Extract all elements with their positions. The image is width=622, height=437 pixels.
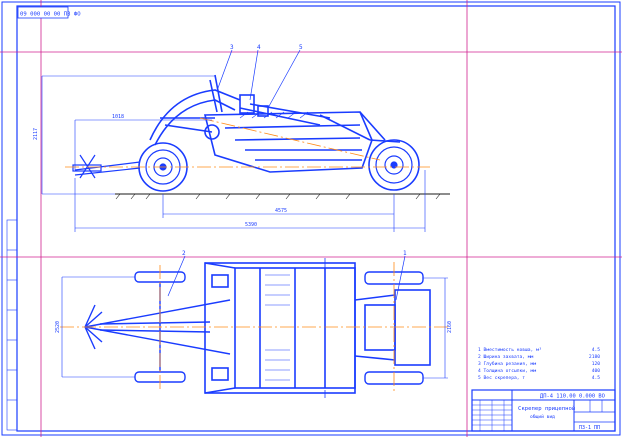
spec-value-4: 400 (592, 368, 601, 374)
sheet-label: ПЗ-1 ПП (579, 425, 600, 431)
bowl-centerline (199, 117, 381, 161)
spec-value-5: 4.5 (592, 375, 601, 381)
dim-height: 2117 (33, 128, 39, 140)
side-view (41, 49, 450, 232)
dim-hitch: 1018 (112, 114, 124, 120)
ground-hatch (115, 193, 441, 200)
dim-track-rear: 2160 (447, 321, 453, 333)
dim-overall-length: 5390 (245, 222, 257, 228)
tech-specs: 1 Вместимость ковша, м³ 4.5 2 Ширина зах… (478, 347, 600, 381)
side-callout-leaders (217, 49, 301, 109)
callout-2: 2 (182, 250, 186, 257)
callout-5: 5 (299, 44, 303, 51)
callout-4: 4 (257, 44, 261, 51)
bowl-top-hatch (265, 274, 290, 381)
spec-label-3: 3 Глубина резания, мм (478, 360, 536, 367)
top-view-labels: 2 1 2520 2160 (55, 250, 453, 333)
gooseneck-frame (149, 74, 241, 146)
bowl-hatch (239, 111, 309, 119)
side-dimensions (41, 75, 426, 232)
code-stamp: 09 000 00 00 ПЗ ФО (17, 6, 81, 19)
title-block (471, 389, 616, 432)
bowl-top (204, 262, 431, 394)
spec-label-4: 4 Толщина отсыпки, мм (478, 368, 536, 374)
tow-pole-top (84, 299, 231, 355)
dim-wheelbase: 4575 (275, 208, 287, 214)
drawing-subtitle: общий вид (530, 413, 555, 420)
dim-track-front: 2520 (55, 321, 61, 333)
callout-1: 1 (403, 250, 407, 257)
spec-value-3: 120 (592, 361, 601, 367)
spec-label-5: 5 Вес скрепера, т (478, 375, 525, 381)
scraper-bowl (203, 94, 401, 173)
spec-label-2: 2 Ширина захвата, мм (478, 354, 534, 360)
top-dimensions (61, 276, 448, 379)
sheet-border-inner (16, 5, 616, 432)
binding-strip (6, 219, 18, 431)
rear-wheel (368, 139, 420, 191)
spec-label-1: 1 Вместимость ковша, м³ (478, 347, 542, 353)
code-stamp-text: 09 000 00 00 ПЗ ФО (20, 12, 81, 18)
spec-value-2: 2180 (589, 354, 600, 360)
side-view-labels: 3 4 5 2117 1018 4575 5390 (33, 44, 303, 228)
spec-value-1: 4.5 (592, 347, 601, 353)
document-number: ДП-4 110.00 0.000 ВО (540, 394, 605, 400)
tow-bar (72, 154, 141, 179)
drawing-title: Скрепер прицепной (518, 406, 575, 412)
callout-3: 3 (230, 44, 234, 51)
top-view (60, 255, 450, 398)
top-callout-leaders (167, 255, 406, 301)
title-block-text: ДП-4 110.00 0.000 ВО Скрепер прицепной о… (518, 394, 605, 432)
